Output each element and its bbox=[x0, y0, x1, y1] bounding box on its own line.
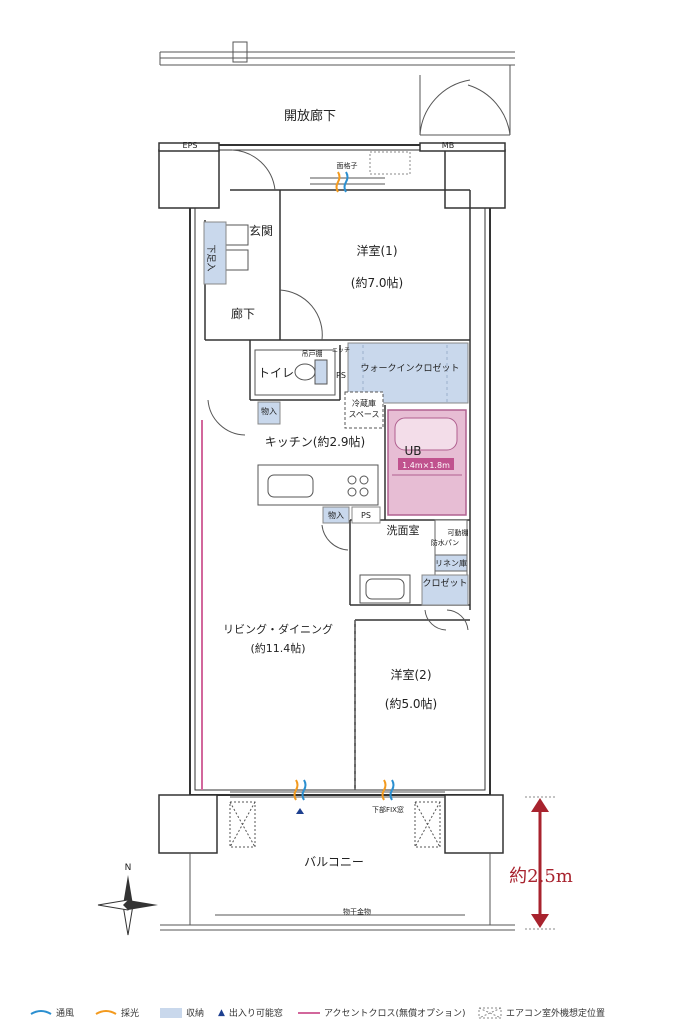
legend-ventilation-label: 通風 bbox=[56, 1009, 75, 1019]
fridge-space-area bbox=[344, 391, 384, 429]
linen-storage bbox=[434, 554, 468, 572]
floor-plan: 開放廊下 EPS MB 面格子 玄関 下足入 廊下 洋室(1) (約7.0帖) … bbox=[97, 41, 573, 936]
label-room1: 洋室(1) bbox=[357, 243, 398, 258]
label-lattice: 面格子 bbox=[337, 161, 358, 170]
label-mb: MB bbox=[442, 141, 454, 150]
lattice-window bbox=[310, 151, 411, 185]
label-eps: EPS bbox=[183, 141, 198, 150]
height-arrow bbox=[525, 796, 555, 930]
label-kitchen: キッチン(約2.9帖) bbox=[265, 434, 365, 449]
label-waterproof-pan: 防水パン bbox=[431, 538, 459, 547]
kitchen-counter bbox=[257, 464, 379, 506]
label-height: 約2.5m bbox=[509, 866, 573, 887]
legend: 通風 採光 収納 ▲ 出入り可能窓 アクセントクロス(無償オプション) エアコン… bbox=[0, 1000, 687, 1024]
legend-ac-label: エアコン室外機想定位置 bbox=[506, 1009, 606, 1019]
triangle-icon: ▲ bbox=[218, 1007, 225, 1018]
legend-ac: エアコン室外機想定位置 bbox=[478, 1006, 605, 1019]
balcony-structure bbox=[160, 801, 515, 931]
outer-walls bbox=[189, 144, 491, 796]
label-walkin-closet: ウォークインクロゼット bbox=[360, 362, 459, 374]
legend-access-window: ▲ 出入り可能窓 bbox=[218, 1006, 283, 1020]
label-fix-window: 下部FIX窓 bbox=[372, 805, 404, 814]
label-balcony: バルコニー bbox=[304, 855, 364, 869]
north-compass bbox=[97, 875, 158, 936]
label-toilet: トイレ bbox=[258, 366, 294, 380]
daylight-icon bbox=[95, 1009, 117, 1015]
toilet-fixture bbox=[254, 349, 336, 396]
legend-accent: アクセントクロス(無償オプション) bbox=[298, 1006, 466, 1019]
label-living: リビング・ダイニング bbox=[223, 622, 333, 636]
legend-ventilation: 通風 bbox=[30, 1006, 74, 1019]
columns bbox=[158, 142, 506, 854]
storage-b-area bbox=[322, 506, 350, 524]
door-swings bbox=[207, 149, 469, 631]
label-ub: UB bbox=[404, 444, 421, 458]
label-storage-b: 物入 bbox=[328, 510, 344, 520]
label-living-size: (約11.4帖) bbox=[250, 641, 305, 655]
storage-swatch-icon bbox=[160, 1007, 182, 1018]
shoe-storage-area bbox=[203, 221, 227, 285]
legend-storage: 収納 bbox=[160, 1006, 204, 1019]
ps-b-area bbox=[351, 506, 381, 524]
balcony-windows bbox=[230, 791, 445, 798]
label-hanging-shelf: 吊戸棚 bbox=[302, 349, 323, 358]
ventilation-daylight-markers bbox=[293, 171, 395, 801]
legend-daylight: 採光 bbox=[95, 1006, 139, 1019]
ac-unit-icon bbox=[478, 1007, 502, 1018]
label-ub-size: 1.4m×1.8m bbox=[402, 461, 450, 470]
label-storage-a: 物入 bbox=[261, 406, 277, 416]
label-drying: 物干金物 bbox=[343, 907, 371, 916]
label-corridor-open: 開放廊下 bbox=[284, 108, 336, 124]
label-shoe-storage: 下足入 bbox=[205, 244, 216, 271]
legend-access-window-label: 出入り可能窓 bbox=[228, 1009, 283, 1019]
label-linen: リネン庫 bbox=[435, 558, 467, 568]
label-north: N bbox=[125, 863, 132, 873]
label-ps-b: PS bbox=[361, 511, 371, 520]
label-hallway: 廊下 bbox=[231, 306, 255, 321]
storage-kitchen-area bbox=[257, 401, 281, 425]
legend-accent-label: アクセントクロス(無償オプション) bbox=[324, 1009, 466, 1019]
corridor-railing bbox=[159, 41, 515, 136]
label-niche: ニッチ bbox=[332, 347, 350, 354]
legend-storage-label: 収納 bbox=[186, 1009, 205, 1019]
label-room1-size: (約7.0帖) bbox=[351, 275, 403, 290]
label-movable-shelf: 可動棚 bbox=[448, 528, 469, 537]
label-closet: クロゼット bbox=[422, 577, 467, 589]
label-room2-size: (約5.0帖) bbox=[385, 696, 437, 711]
label-entrance: 玄関 bbox=[249, 223, 273, 238]
accent-line-icon bbox=[298, 1011, 320, 1014]
legend-daylight-label: 採光 bbox=[121, 1009, 140, 1019]
label-fridge-space: スペース bbox=[348, 410, 379, 419]
label-ps-a: PS bbox=[336, 371, 346, 380]
closet-area bbox=[421, 574, 469, 606]
label-room2: 洋室(2) bbox=[391, 667, 432, 682]
label-fridge: 冷蔵庫 bbox=[352, 398, 376, 408]
ventilation-icon bbox=[30, 1009, 52, 1015]
access-window-marker bbox=[296, 808, 304, 814]
label-washroom: 洗面室 bbox=[387, 523, 420, 537]
